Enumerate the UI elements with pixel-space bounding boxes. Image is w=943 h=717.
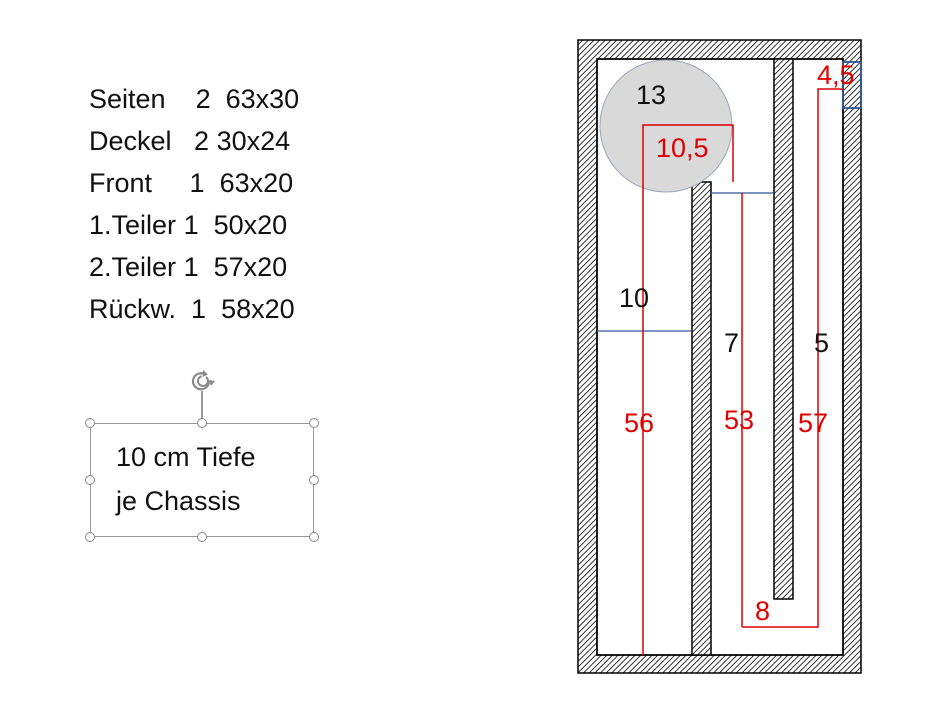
parts-row-seiten: Seiten 2 63x30 [89, 78, 299, 120]
rotate-handle-stem [201, 391, 203, 421]
parts-row-rueckwand: Rückw. 1 58x20 [89, 288, 299, 330]
part-name: Seiten [89, 84, 166, 114]
parts-row-front: Front 1 63x20 [89, 162, 299, 204]
speaker-circle [599, 59, 733, 193]
resize-handle-right[interactable] [309, 475, 319, 485]
divider-1 [691, 181, 712, 656]
divider-2 [773, 58, 794, 600]
part-name: 2.Teiler [89, 252, 177, 282]
label-56: 56 [624, 408, 654, 438]
parts-row-teiler1: 1.Teiler 1 50x20 [89, 204, 299, 246]
red-path [642, 88, 843, 655]
label-53: 53 [724, 405, 754, 435]
resize-handle-bottom[interactable] [197, 532, 207, 542]
resize-handle-left[interactable] [85, 475, 95, 485]
part-qty: 1 [183, 252, 199, 282]
label-4-5: 4,5 [817, 60, 855, 90]
part-dims: 63x30 [225, 84, 300, 114]
port-marker [842, 61, 862, 109]
label-8: 8 [755, 596, 770, 626]
part-name: Rückw. [89, 294, 177, 324]
label-10: 10 [619, 283, 649, 313]
note-line-1: 10 cm Tiefe [116, 442, 256, 472]
part-qty: 1 [191, 294, 207, 324]
note-textbox[interactable]: 10 cm Tiefe je Chassis [90, 423, 314, 537]
inner-wall-outline [596, 58, 844, 656]
part-qty: 2 [195, 84, 211, 114]
note-line-2: je Chassis [116, 486, 241, 516]
label-7: 7 [724, 328, 739, 358]
part-dims: 50x20 [213, 210, 288, 240]
rotate-handle-icon[interactable] [187, 367, 217, 395]
part-dims: 63x20 [219, 168, 294, 198]
part-qty: 2 [194, 126, 210, 156]
part-qty: 1 [183, 210, 199, 240]
part-dims: 30x24 [216, 126, 291, 156]
resize-handle-top-right[interactable] [309, 418, 319, 428]
part-qty: 1 [189, 168, 205, 198]
label-13: 13 [636, 80, 666, 110]
parts-row-deckel: Deckel 2 30x24 [89, 120, 299, 162]
label-57: 57 [798, 408, 828, 438]
part-dims: 58x20 [221, 294, 295, 324]
resize-handle-top-left[interactable] [85, 418, 95, 428]
resize-handle-bottom-left[interactable] [85, 532, 95, 542]
parts-row-teiler2: 2.Teiler 1 57x20 [89, 246, 299, 288]
part-name: Front [89, 168, 153, 198]
label-10-5: 10,5 [656, 133, 709, 163]
resize-handle-top[interactable] [197, 418, 207, 428]
resize-handle-bottom-right[interactable] [309, 532, 319, 542]
parts-list: Seiten 2 63x30 Deckel 2 30x24 Front 1 63… [89, 78, 299, 330]
part-name: 1.Teiler [89, 210, 177, 240]
label-5: 5 [814, 328, 829, 358]
part-name: Deckel [89, 126, 172, 156]
part-dims: 57x20 [213, 252, 288, 282]
